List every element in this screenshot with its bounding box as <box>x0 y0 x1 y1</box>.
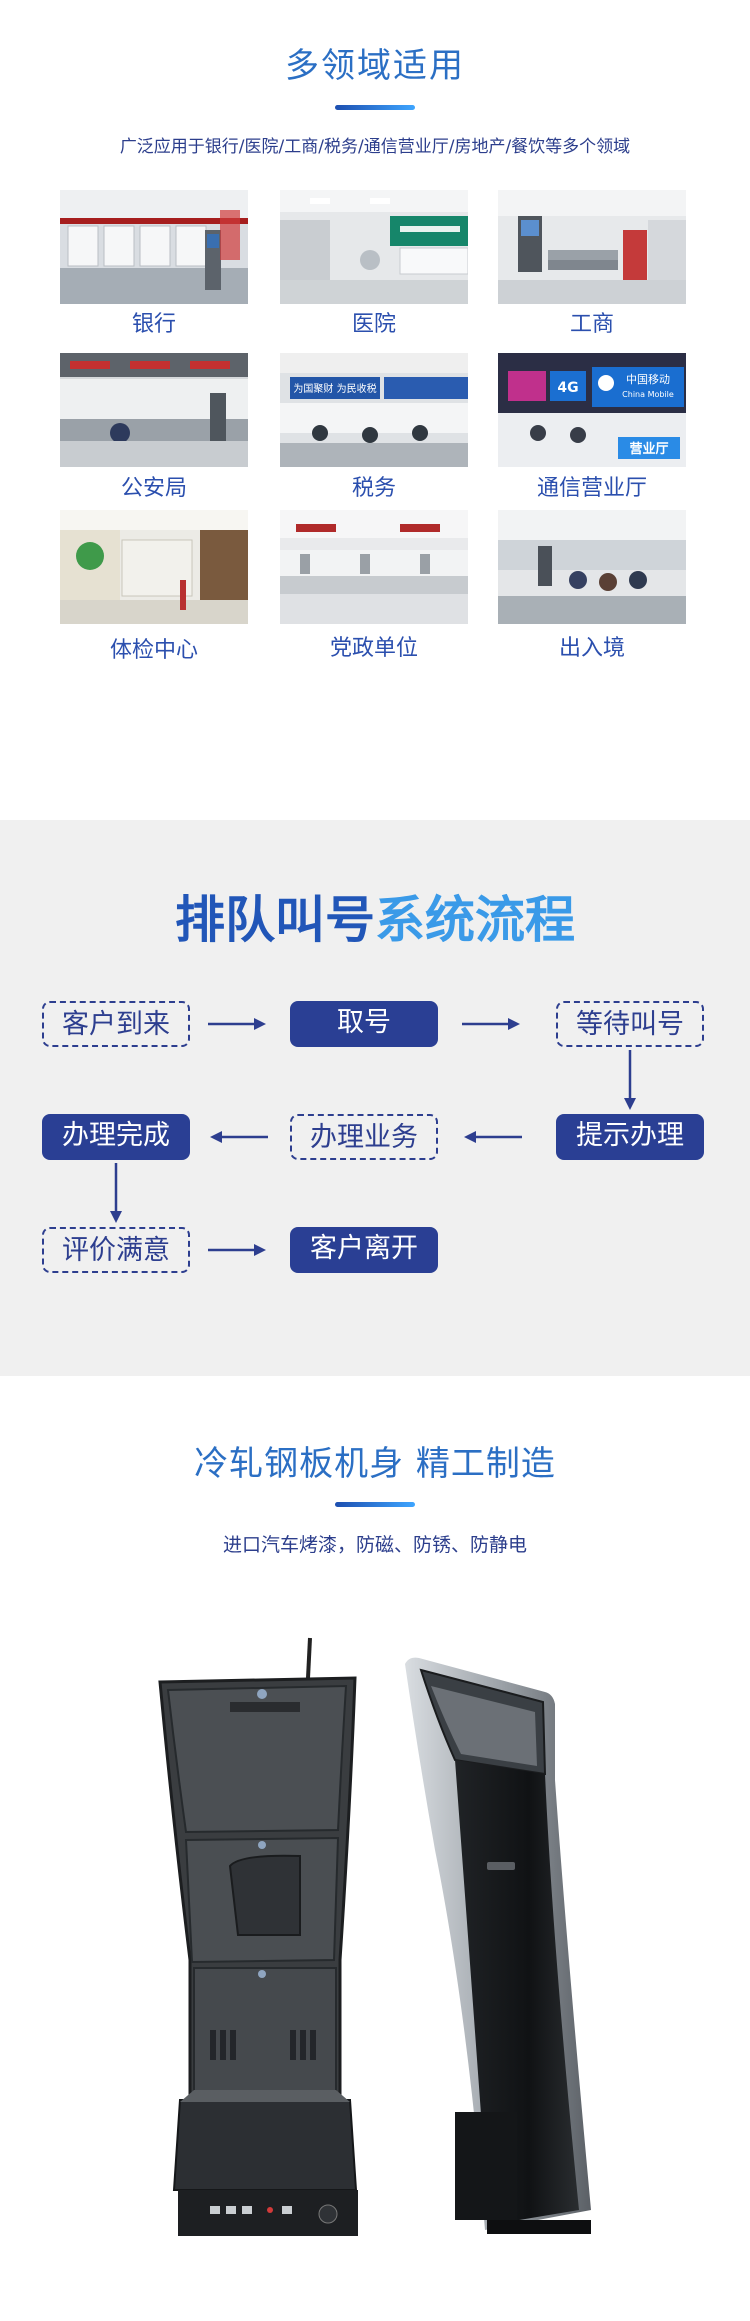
arrow-right-icon <box>208 1018 266 1030</box>
step-rate-satisfaction: 评价满意 <box>42 1227 190 1273</box>
mobile-brand-en-text: China Mobile <box>622 390 674 399</box>
flow-section: 排队叫号系统流程 客户到来 取号 等待叫号 办理完成 办理业务 提示办理 评价满… <box>0 820 750 1376</box>
telecom-photo: 4G 中国移动 China Mobile 营业厅 <box>498 353 686 467</box>
kiosk-open-image <box>158 1637 358 2236</box>
caption-telecom: 通信营业厅 <box>536 476 647 501</box>
arrow-right-icon <box>208 1244 266 1256</box>
hospital-photo <box>280 190 468 304</box>
step-customer-leave: 客户离开 <box>290 1227 438 1273</box>
arrow-right-icon <box>462 1018 520 1030</box>
arrow-left-icon <box>210 1131 268 1143</box>
build-subtitle: 进口汽车烤漆，防磁、防锈、防静电 <box>222 1534 527 1556</box>
mobile-hall-text: 营业厅 <box>629 441 668 457</box>
step-process: 办理业务 <box>290 1114 438 1160</box>
flow-title: 排队叫号系统流程 <box>0 880 750 952</box>
caption-immigration: 出入境 <box>558 636 625 661</box>
government-photo <box>280 510 468 624</box>
mobile-4g-text: 4G <box>557 380 578 396</box>
caption-tax: 税务 <box>351 476 396 501</box>
applications-subtitle: 广泛应用于银行/医院/工商/税务/通信营业厅/房地产/餐饮等多个领域 <box>119 137 631 157</box>
immigration-photo <box>498 510 686 624</box>
health-center-photo <box>60 510 248 624</box>
step-wait-call: 等待叫号 <box>556 1001 704 1047</box>
flow-title-part2: 系统流程 <box>375 891 575 949</box>
applications-title: 多领域适用 <box>285 46 465 86</box>
arrow-down-icon <box>624 1050 636 1110</box>
caption-commerce: 工商 <box>569 312 614 337</box>
tax-photo: 为国聚财 为民收税 <box>280 353 468 467</box>
kiosk-closed-image <box>405 1657 591 2234</box>
tax-sign-text: 为国聚财 为民收税 <box>293 382 376 395</box>
caption-health-center: 体检中心 <box>109 638 198 663</box>
step-done: 办理完成 <box>42 1114 190 1160</box>
title-underline <box>335 1502 415 1507</box>
police-photo <box>60 353 248 467</box>
mobile-brand-text: 中国移动 <box>626 373 670 386</box>
step-take-ticket: 取号 <box>290 1001 438 1047</box>
caption-bank: 银行 <box>131 312 176 337</box>
build-title: 冷轧钢板机身 精工制造 <box>194 1444 556 1484</box>
caption-hospital: 医院 <box>351 312 396 337</box>
step-prompt: 提示办理 <box>556 1114 704 1160</box>
commerce-photo <box>498 190 686 304</box>
flow-title-part1: 排队叫号 <box>175 891 375 949</box>
bank-photo <box>60 190 248 304</box>
caption-government: 党政单位 <box>329 636 418 661</box>
arrow-left-icon <box>464 1131 522 1143</box>
title-underline <box>335 105 415 110</box>
step-customer-arrive: 客户到来 <box>42 1001 190 1047</box>
caption-police: 公安局 <box>120 476 187 501</box>
arrow-down-icon <box>110 1163 122 1223</box>
